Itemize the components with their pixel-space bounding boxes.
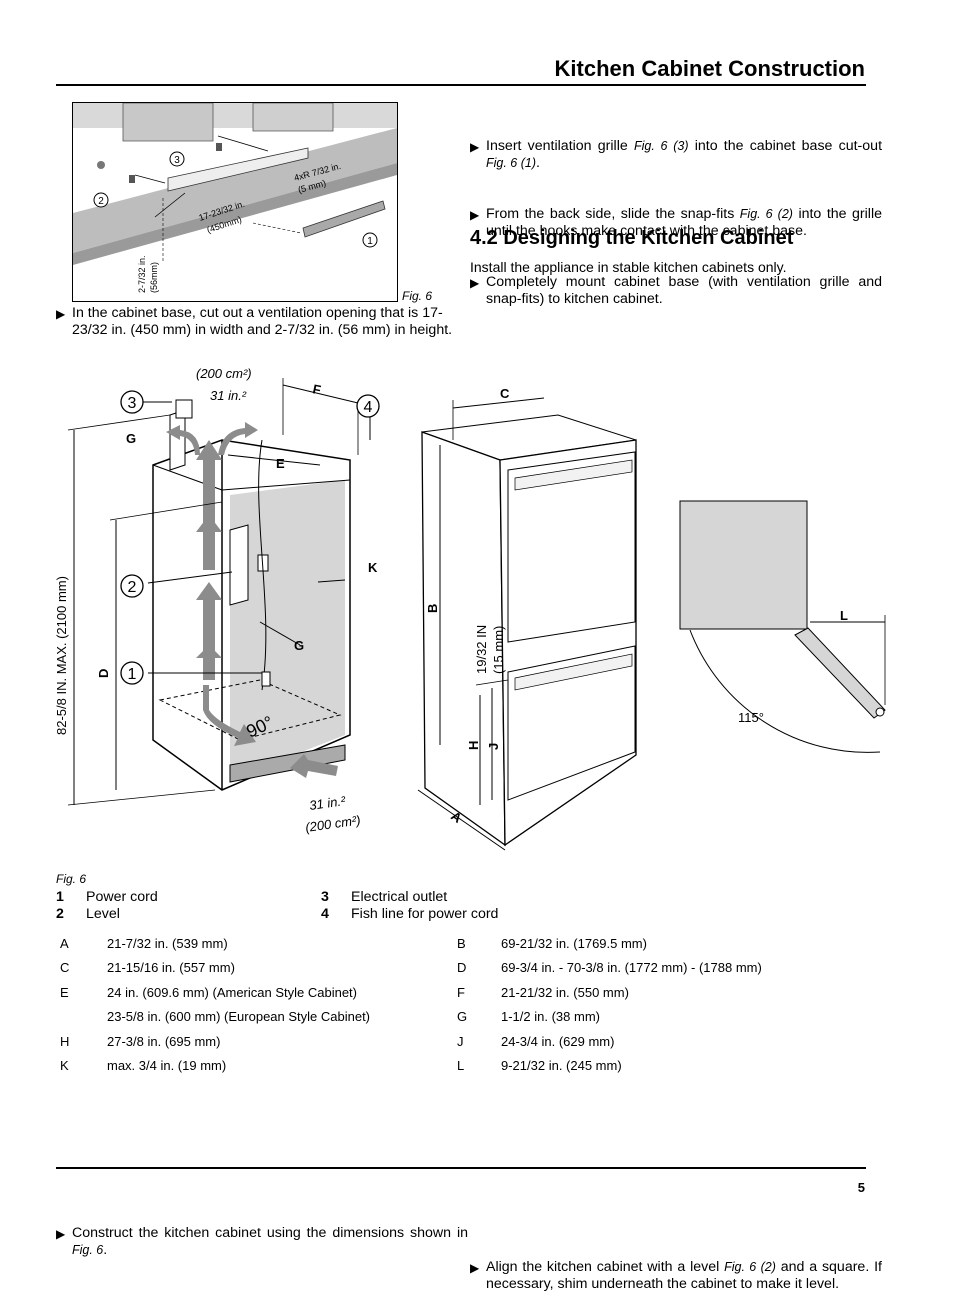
footer-rule: [56, 1167, 866, 1169]
fig-ref: Fig. 6 (3): [633, 139, 689, 153]
gap-in-label: 19/32 IN: [474, 625, 489, 674]
callout-3-top: [169, 151, 185, 167]
callout-1-label: 1: [128, 666, 137, 683]
dim-label-k: K: [368, 560, 378, 575]
fig-ref: Fig. 6 (2): [724, 1260, 776, 1274]
bottom-vent: [229, 744, 346, 783]
cabinet-dimension-diagram: 82-5/8 IN. MAX. (2100 mm) (200 cm²) 31 i…: [54, 366, 886, 851]
dim-label-l: L: [840, 608, 848, 623]
callout-1-top: [362, 232, 378, 248]
bullet-arrow-icon: ▶: [470, 140, 480, 154]
dim-label-e: E: [276, 456, 285, 471]
door-angle-label: 115°: [738, 710, 764, 725]
upper-door: [507, 451, 636, 643]
callout-2-top: [93, 192, 109, 208]
ventilation-illustration: 3 2 1 4xR 7/32 in. (5 mm) 17-23/32 in. (…: [73, 102, 397, 293]
dim-label-d: D: [96, 669, 111, 678]
airflow-arrows: [166, 422, 338, 778]
callout-4-label: 4: [364, 399, 373, 416]
bullet-arrow-icon: ▶: [470, 1261, 480, 1275]
dim-label-c: C: [500, 386, 510, 401]
height-max-label: 82-5/8 IN. MAX. (2100 mm): [54, 576, 69, 735]
bullet-arrow-icon: ▶: [470, 208, 480, 222]
cutout-instruction-text: In the cabinet base, cut out a ventilati…: [72, 305, 453, 338]
fig-ref: Fig. 6: [72, 1243, 104, 1257]
callout-2-top-label: 2: [98, 196, 104, 207]
instruction-align: ▶ Align the kitchen cabinet with a level…: [470, 1259, 882, 1292]
area-bot-in: 31 in.²: [308, 793, 347, 813]
callout-1: [120, 661, 144, 685]
page-title: Kitchen Cabinet Construction: [554, 56, 865, 81]
callout-3: [120, 390, 144, 414]
height-mm-label: (56mm): [149, 262, 159, 293]
area-top-in: 31 in.²: [210, 388, 247, 403]
cutout-instruction: ▶ In the cabinet base, cut out a ventila…: [56, 305, 468, 339]
dim-label-f: F: [311, 381, 322, 397]
dim-label-g-top: G: [126, 431, 136, 446]
section-heading: 4.2 Designing the Kitchen Cabinet: [470, 227, 794, 249]
callout-1-top-label: 1: [367, 236, 373, 247]
instruction-grille: ▶ Insert ventilation grille Fig. 6 (3) i…: [470, 138, 883, 171]
callout-3-top-label: 3: [174, 155, 180, 166]
dim-label-h: H: [466, 741, 481, 750]
callout-4: [356, 394, 380, 418]
bullet-arrow-icon: ▶: [56, 1227, 66, 1241]
figure-ventilation-opening: 3 2 1 4xR 7/32 in. (5 mm) 17-23/32 in. (…: [72, 102, 398, 302]
height-label: 2-7/32 in.: [137, 255, 147, 293]
callout-3-label: 3: [128, 395, 137, 412]
fig-ref: Fig. 6 (1): [486, 156, 537, 170]
page-number: 5: [857, 1180, 865, 1195]
instruction-snapfits: ▶ From the back side, slide the snap-fit…: [470, 206, 883, 239]
instruction-mount: ▶ Completely mount cabinet base (with ve…: [470, 274, 882, 307]
gap-mm-label: (15 mm): [491, 626, 506, 674]
door-swing-cabinet: [679, 500, 808, 630]
open-door: [794, 627, 886, 719]
figure-top-caption: Fig. 6: [402, 289, 433, 303]
figure-main-caption: Fig. 6: [56, 872, 87, 886]
fig-ref: Fig. 6 (2): [739, 207, 793, 221]
dim-label-b: B: [425, 604, 440, 613]
header-rule: [56, 84, 866, 86]
area-top-cm: (200 cm²): [196, 366, 252, 381]
dim-label-g-mid: G: [294, 638, 304, 653]
electrical-outlet-icon: [175, 399, 193, 419]
dim-label-j: J: [486, 743, 501, 750]
callout-2: [120, 574, 144, 598]
section-paragraph: Install the appliance in stable kitchen …: [470, 259, 787, 275]
instruction-construct: ▶ Construct the kitchen cabinet using th…: [56, 1225, 468, 1258]
area-bot-cm: (200 cm²): [304, 812, 361, 835]
callout-2-label: 2: [128, 579, 137, 596]
table-row: 23-5/8 in. (600 mm) (European Style Cabi…: [107, 1009, 600, 1025]
bullet-arrow-icon: ▶: [470, 276, 480, 290]
bullet-arrow-icon: ▶: [56, 307, 66, 321]
